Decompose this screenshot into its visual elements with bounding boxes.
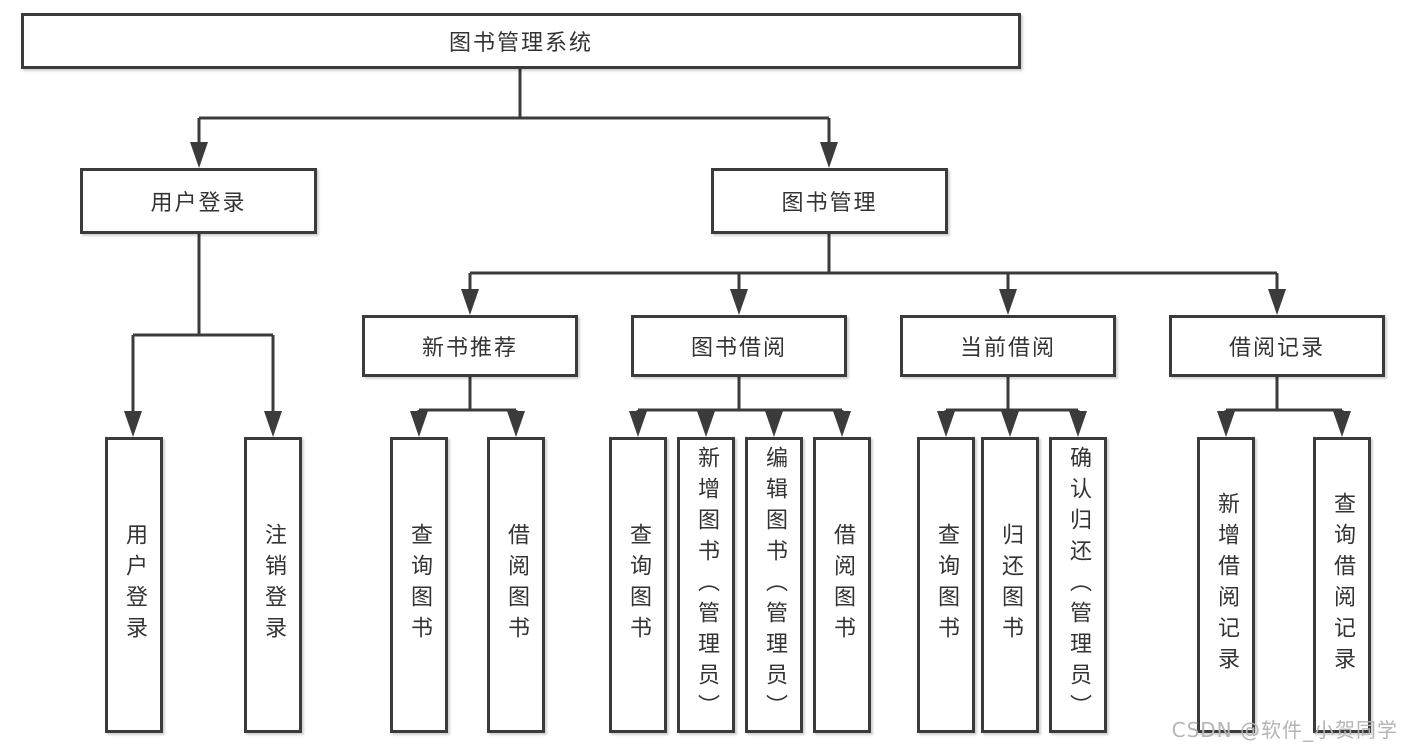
node-user-login: 用户登录 [80, 168, 317, 234]
node-label: 图书管理系统 [448, 31, 593, 56]
leaf-borrow-books-recommend: 借阅图书 [487, 437, 545, 733]
leaf-borrow-books: 借阅图书 [813, 437, 871, 733]
leaf-edit-books-admin: 编辑图书（管理员） [745, 437, 803, 733]
leaf-label: 归还图书 [998, 523, 1023, 647]
leaf-label: 注销登录 [261, 523, 286, 647]
leaf-label: 编辑图书（管理员） [762, 445, 787, 725]
leaf-return-books: 归还图书 [981, 437, 1039, 733]
leaf-add-books-admin: 新增图书（管理员） [677, 437, 735, 733]
wire-root-to-level2 [197, 69, 831, 150]
leaf-label: 查询图书 [407, 523, 432, 647]
node-label: 图书借阅 [690, 336, 787, 361]
leaf-label: 查询图书 [626, 523, 651, 647]
node-label: 当前借阅 [959, 336, 1056, 361]
leaf-query-books-current: 查询图书 [917, 437, 975, 733]
watermark-text: CSDN @软件_小贺同学 [1171, 718, 1398, 742]
node-new-book-recommendation: 新书推荐 [362, 315, 578, 377]
leaf-label: 新增图书（管理员） [694, 445, 719, 725]
leaf-label: 借阅图书 [830, 523, 855, 647]
wire-bookmgmt-to-level3 [468, 234, 1279, 297]
node-borrowing-records: 借阅记录 [1169, 315, 1385, 377]
leaf-query-books-recommend: 查询图书 [390, 437, 448, 733]
node-label: 新书推荐 [421, 336, 518, 361]
leaf-confirm-return-admin: 确认归还（管理员） [1049, 437, 1107, 733]
node-book-borrowing: 图书借阅 [631, 315, 847, 377]
leaf-logout-login: 注销登录 [244, 437, 302, 733]
leaf-label: 确认归还（管理员） [1066, 445, 1091, 725]
leaf-label: 用户登录 [122, 523, 147, 647]
leaf-label: 借阅图书 [504, 523, 529, 647]
leaf-label: 查询借阅记录 [1330, 492, 1355, 678]
node-label: 用户登录 [150, 191, 247, 216]
wire-borrowrecords-to-leaves [1224, 377, 1344, 419]
node-current-borrowing: 当前借阅 [900, 315, 1116, 377]
wire-newbook-to-leaves [417, 377, 518, 419]
leaf-user-login: 用户登录 [105, 437, 163, 733]
node-label: 图书管理 [781, 191, 878, 216]
node-library-management-system: 图书管理系统 [21, 13, 1021, 69]
leaf-label: 查询图书 [934, 523, 959, 647]
leaf-label: 新增借阅记录 [1214, 492, 1239, 678]
leaf-query-books-borrowing: 查询图书 [609, 437, 667, 733]
node-book-management: 图书管理 [711, 168, 948, 234]
wire-userlogin-to-leaves [131, 234, 275, 419]
node-label: 借阅记录 [1228, 336, 1325, 361]
leaf-add-borrow-record: 新增借阅记录 [1197, 437, 1255, 733]
wire-bookborrow-to-leaves [636, 377, 844, 419]
arrowheads [124, 142, 1351, 437]
leaf-query-borrow-record: 查询借阅记录 [1313, 437, 1371, 733]
